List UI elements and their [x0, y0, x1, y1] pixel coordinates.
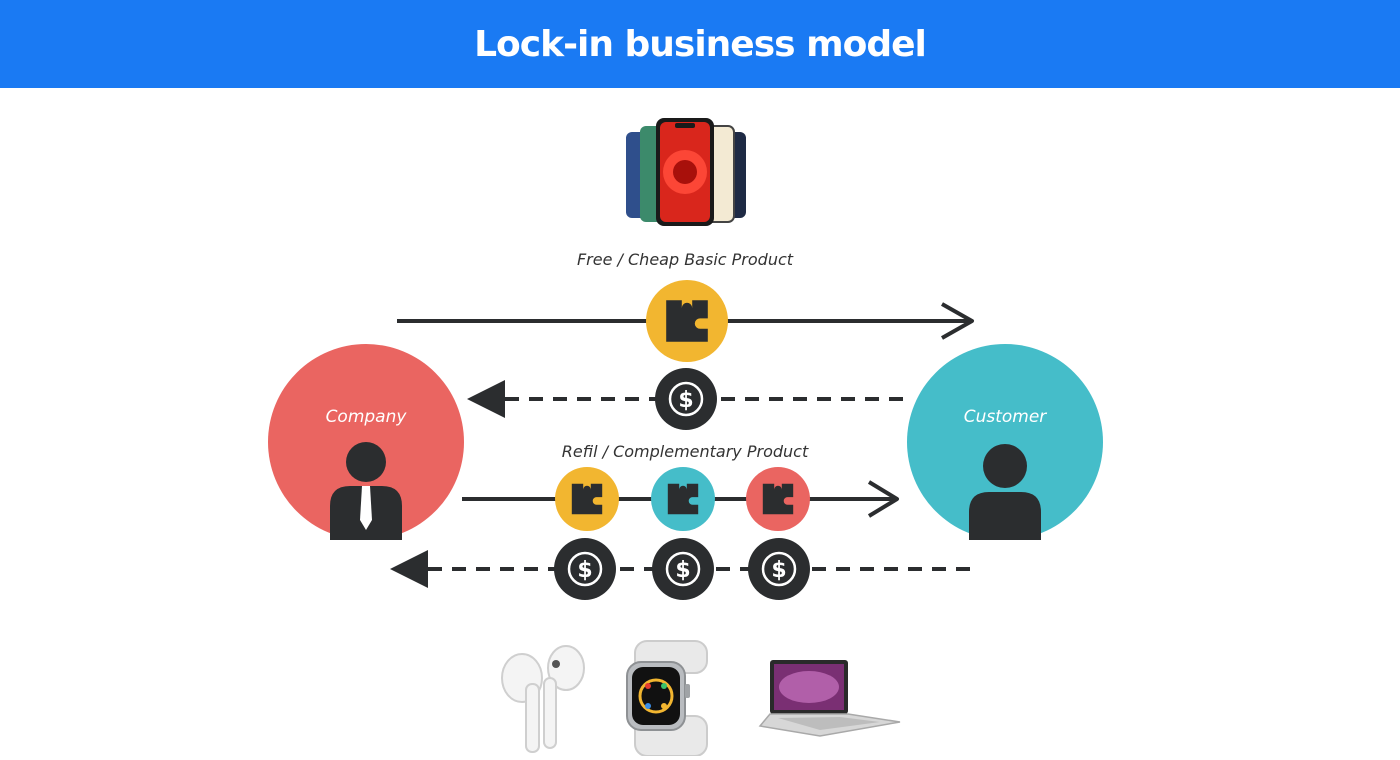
complementary-product-label: Refil / Complementary Product	[562, 442, 809, 461]
svg-text:$: $	[771, 558, 786, 583]
svg-text:$: $	[678, 388, 693, 413]
complementary-puzzle-icon-teal	[651, 467, 715, 531]
earbuds-image	[501, 645, 585, 753]
complementary-payment-dollar-icon-2: $	[650, 536, 716, 602]
svg-text:$: $	[675, 558, 690, 583]
basic-product-label: Free / Cheap Basic Product	[577, 250, 794, 269]
basic-puzzle-icon	[646, 280, 728, 362]
page-title: Lock-in business model	[474, 23, 927, 65]
customer-node: Customer	[907, 344, 1103, 540]
customer-label: Customer	[964, 407, 1048, 427]
complementary-puzzle-icon-yellow	[555, 467, 619, 531]
customer-person-icon	[969, 444, 1041, 540]
laptop-image	[758, 660, 901, 737]
company-node: Company	[268, 344, 464, 540]
company-label: Company	[326, 407, 408, 427]
basic-payment-dollar-icon: $	[653, 366, 719, 432]
complementary-payment-dollar-icon-3: $	[746, 536, 812, 602]
complementary-puzzle-icon-red	[746, 467, 810, 531]
svg-text:$: $	[577, 558, 592, 583]
smartwatch-image	[626, 640, 708, 757]
title-banner: Lock-in business model	[0, 0, 1400, 88]
complementary-payment-dollar-icon-1: $	[552, 536, 618, 602]
lock-in-diagram: Free / Cheap Basic Product $ Company Cus…	[0, 88, 1400, 757]
phone-stack-image	[626, 118, 746, 226]
businessman-icon	[330, 442, 402, 540]
